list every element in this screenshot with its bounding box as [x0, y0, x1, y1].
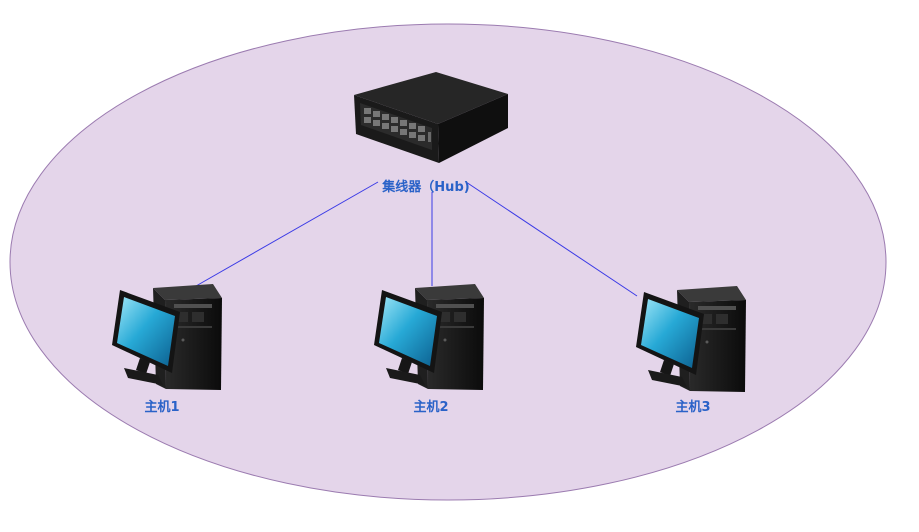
host2-computer-icon	[374, 284, 484, 390]
hub-icon	[354, 72, 508, 163]
host1-computer-icon	[112, 284, 222, 390]
hub-label: 集线器（Hub)	[382, 180, 470, 195]
host3-label: 主机3	[675, 400, 711, 415]
link-hub-host1	[195, 181, 379, 287]
host3-computer-icon	[636, 286, 746, 392]
link-hub-host3	[465, 181, 638, 297]
host2-label: 主机2	[413, 400, 449, 415]
host1-label: 主机1	[144, 400, 180, 415]
